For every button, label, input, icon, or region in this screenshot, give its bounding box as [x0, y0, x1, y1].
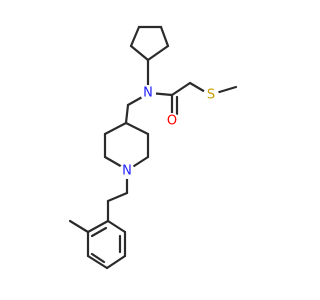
bond [159, 25, 170, 48]
bond [214, 85, 238, 95]
nitrogen-atom-label: N [143, 86, 153, 101]
bond [106, 191, 129, 203]
bond [90, 252, 106, 264]
bond [103, 121, 128, 136]
bond [90, 226, 108, 238]
atom-layer: N O S N [119, 85, 219, 179]
ring-nitrogen-atom-label: N [122, 164, 132, 179]
atom-label-group: N [119, 163, 135, 179]
bond [129, 25, 141, 48]
bond [68, 219, 90, 234]
bond-layer [68, 25, 238, 270]
bond [86, 254, 109, 270]
bond [146, 44, 170, 62]
bond [86, 219, 110, 234]
bond [124, 103, 130, 125]
bond [124, 121, 150, 136]
bond [106, 219, 127, 234]
bond [129, 44, 150, 62]
structure-drawing: N O S N [68, 25, 238, 270]
molecule-diagram: N O S N [68, 25, 238, 270]
bond [170, 81, 192, 97]
sulfur-atom-label: S [207, 88, 215, 103]
atom-label-group: N [140, 85, 156, 101]
bond [105, 254, 127, 270]
atom-label-group: S [203, 87, 219, 103]
atom-label-group: O [164, 113, 180, 129]
oxygen-atom-label: O [167, 114, 177, 129]
bond [129, 155, 150, 170]
bond [126, 94, 146, 107]
